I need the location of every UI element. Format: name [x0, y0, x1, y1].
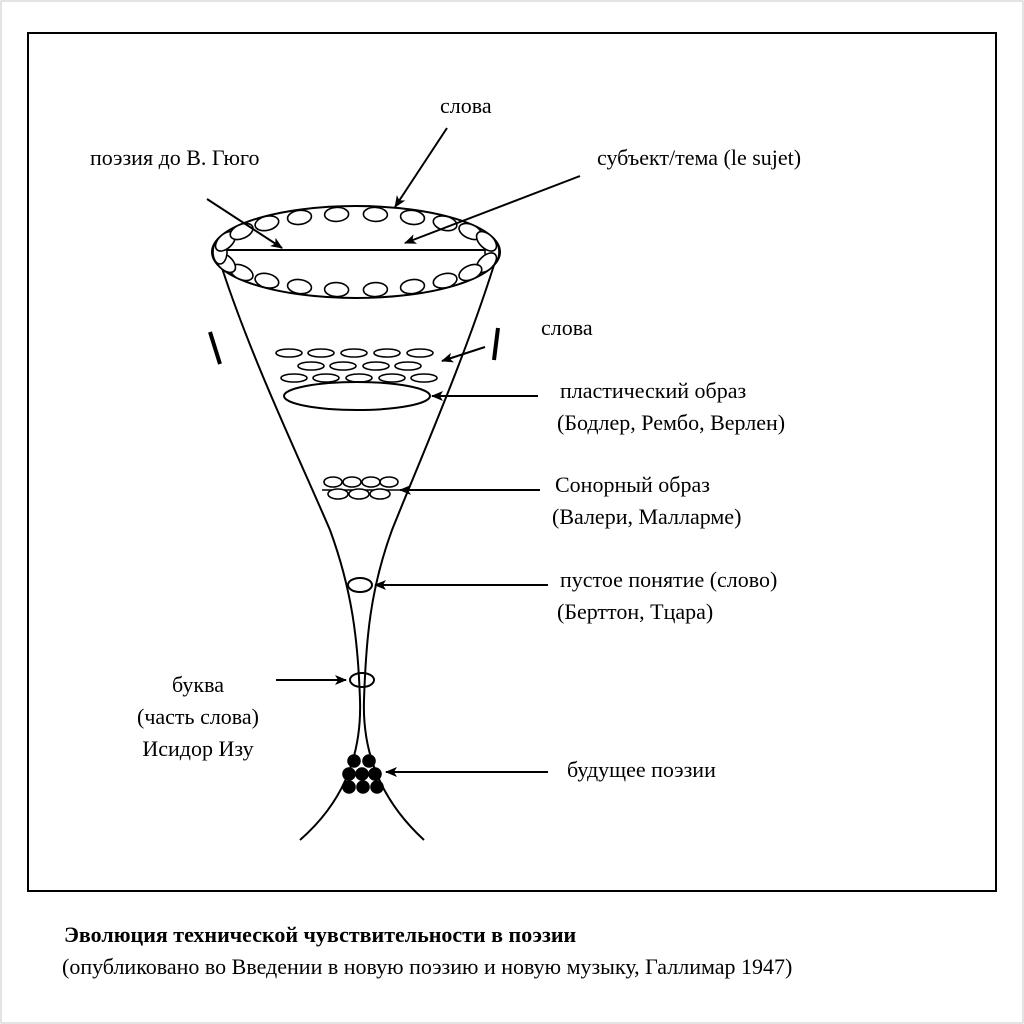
rim-word-ovals: [212, 206, 500, 298]
sonorous-oval: [342, 476, 362, 488]
rim-word-oval: [323, 206, 350, 223]
label-letter-1: буква: [172, 672, 224, 697]
word-oval: [394, 361, 422, 371]
future-dots: [342, 754, 384, 794]
future-dot: [356, 780, 370, 794]
label-letter-3: Исидор Изу: [142, 736, 253, 761]
future-dot: [355, 767, 369, 781]
caption-title: Эволюция технической чувствительности в …: [64, 922, 577, 947]
letter-oval: [349, 672, 375, 688]
rim-word-oval: [432, 215, 458, 232]
word-oval: [307, 348, 335, 358]
label-sonorous-2: (Валери, Малларме): [552, 504, 741, 529]
future-dot: [362, 754, 376, 768]
word-oval: [410, 373, 438, 383]
rim-word-oval: [286, 278, 313, 295]
future-dot: [342, 780, 356, 794]
label-sonorous-1: Сонорный образ: [555, 472, 710, 497]
word-oval: [373, 348, 401, 358]
rim-word-oval: [254, 215, 280, 232]
side-mark-left: [208, 331, 222, 365]
arrow-subject: [404, 175, 581, 244]
label-before-hugo: поэзия до В. Гюго: [90, 145, 259, 170]
future-dot: [342, 767, 356, 781]
sonorous-oval: [348, 488, 370, 500]
future-dot: [368, 767, 382, 781]
empty-concept-oval: [347, 577, 373, 593]
label-letter-2: (часть слова): [137, 704, 259, 729]
label-words-mid: слова: [541, 315, 593, 340]
rim-word-oval: [286, 209, 313, 226]
word-ovals: [275, 348, 438, 383]
rim-word-oval: [475, 230, 498, 252]
word-oval: [329, 361, 357, 371]
word-oval: [297, 361, 325, 371]
side-mark-right: [492, 327, 500, 361]
top-rim-ellipse: [211, 205, 501, 299]
arrow-words-mid: [441, 346, 486, 363]
label-future: будущее поэзии: [567, 757, 716, 782]
sonorous-oval: [327, 488, 349, 500]
word-oval: [340, 348, 368, 358]
label-plastic-2: (Бодлер, Рембо, Верлен): [557, 410, 785, 435]
rim-word-oval: [399, 278, 426, 295]
arrow-words-top: [394, 127, 448, 208]
word-oval: [345, 373, 373, 383]
rim-word-oval: [254, 272, 280, 289]
word-oval: [406, 348, 434, 358]
word-oval: [378, 373, 406, 383]
rim-word-oval: [458, 263, 483, 282]
sonorous-oval: [379, 476, 399, 488]
diagram-frame: [27, 32, 997, 892]
label-empty-2: (Берттон, Тцара): [557, 599, 713, 624]
word-oval: [280, 373, 308, 383]
rim-word-oval: [362, 281, 389, 298]
label-words-top: слова: [440, 93, 492, 118]
rim-word-oval: [229, 222, 254, 241]
word-oval: [275, 348, 303, 358]
word-oval: [362, 361, 390, 371]
rim-word-oval: [432, 272, 458, 289]
caption-subtitle: (опубликовано во Введении в новую поэзию…: [62, 954, 792, 979]
future-dot: [370, 780, 384, 794]
sonorous-oval: [361, 476, 381, 488]
label-empty-1: пустое понятие (слово): [560, 567, 777, 592]
arrow-before-hugo: [206, 198, 283, 249]
sonorous-oval: [369, 488, 391, 500]
word-oval: [312, 373, 340, 383]
rim-word-oval: [399, 209, 426, 226]
sonorous-oval: [323, 476, 343, 488]
rim-word-oval: [362, 206, 389, 223]
future-dot: [347, 754, 361, 768]
rim-word-oval: [323, 281, 350, 298]
label-subject: субъект/тема (le sujet): [597, 145, 801, 170]
sonorous-ovals: [323, 476, 399, 500]
label-plastic-1: пластический образ: [560, 378, 746, 403]
plastic-image-ellipse: [283, 381, 431, 411]
